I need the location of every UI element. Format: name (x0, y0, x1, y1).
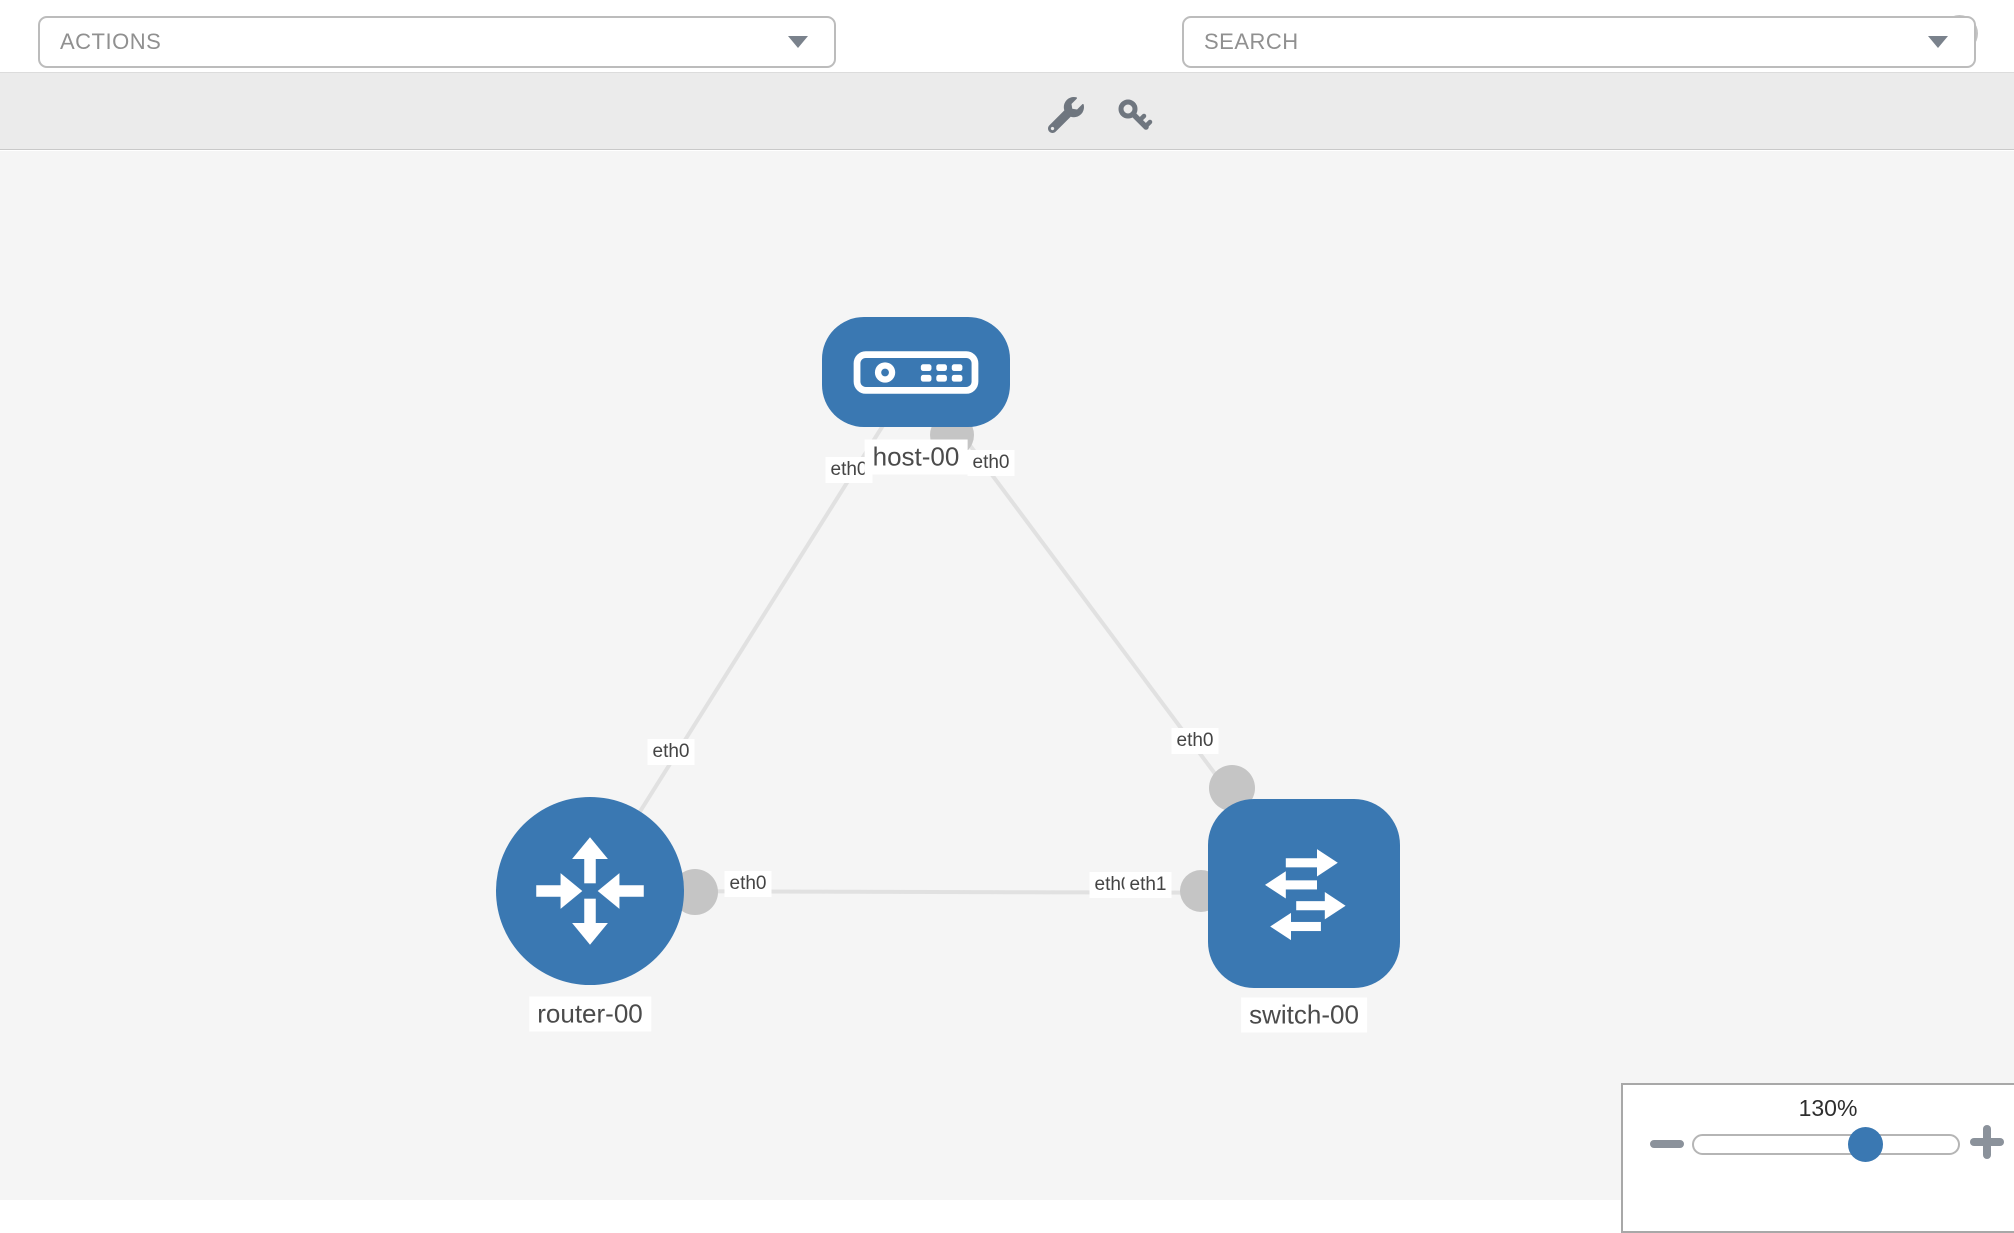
interface-label-host-eth0-right: eth0 (967, 450, 1015, 476)
key-icon (1118, 99, 1153, 130)
plus-icon (1970, 1125, 2004, 1159)
inventory-topology-window: INVENTORIES | 00-networking-inventory AC… (0, 15, 2014, 1233)
node-label-host: host-00 (864, 439, 968, 475)
actions-dropdown[interactable]: ACTIONS (38, 16, 836, 68)
switch-icon (1265, 848, 1346, 940)
node-router-00[interactable] (496, 797, 684, 985)
node-label-router: router-00 (529, 996, 651, 1032)
router-icon (536, 837, 644, 945)
topology-links-layer (588, 371, 1306, 915)
interface-label-switch-link-eth0: eth0 (1171, 728, 1219, 754)
topology-canvas[interactable]: eth0 eth0 eth0 eth0 eth0 eth0 eth1 host-… (0, 151, 2014, 1233)
search-dropdown-label: SEARCH (1204, 29, 1299, 54)
configure-button[interactable] (1047, 97, 1085, 135)
minus-icon (1650, 1140, 1684, 1148)
chevron-down-icon (788, 36, 808, 48)
zoom-slider-track[interactable] (1692, 1134, 1960, 1155)
chevron-down-icon (1928, 36, 1948, 48)
zoom-level-value: 130% (1798, 1095, 1858, 1121)
wrench-icon (1047, 97, 1084, 134)
toolbar (0, 73, 2014, 150)
node-host-00[interactable] (822, 317, 1010, 427)
actions-dropdown-label: ACTIONS (60, 29, 162, 54)
interface-label-switch-eth1: eth1 (1124, 872, 1172, 898)
zoom-in-button[interactable] (1968, 1123, 2006, 1161)
interface-label-router-link-eth0: eth0 (647, 739, 695, 765)
node-label-switch: switch-00 (1241, 997, 1367, 1033)
host-icon (853, 351, 979, 394)
zoom-control-panel: 130% (1621, 1083, 2014, 1233)
zoom-slider-thumb[interactable] (1848, 1127, 1883, 1162)
credentials-button[interactable] (1116, 97, 1154, 135)
zoom-out-button[interactable] (1648, 1125, 1686, 1163)
node-switch-00[interactable] (1208, 799, 1400, 988)
search-dropdown[interactable]: SEARCH (1182, 16, 1976, 68)
interface-label-router-eth0: eth0 (724, 871, 772, 897)
